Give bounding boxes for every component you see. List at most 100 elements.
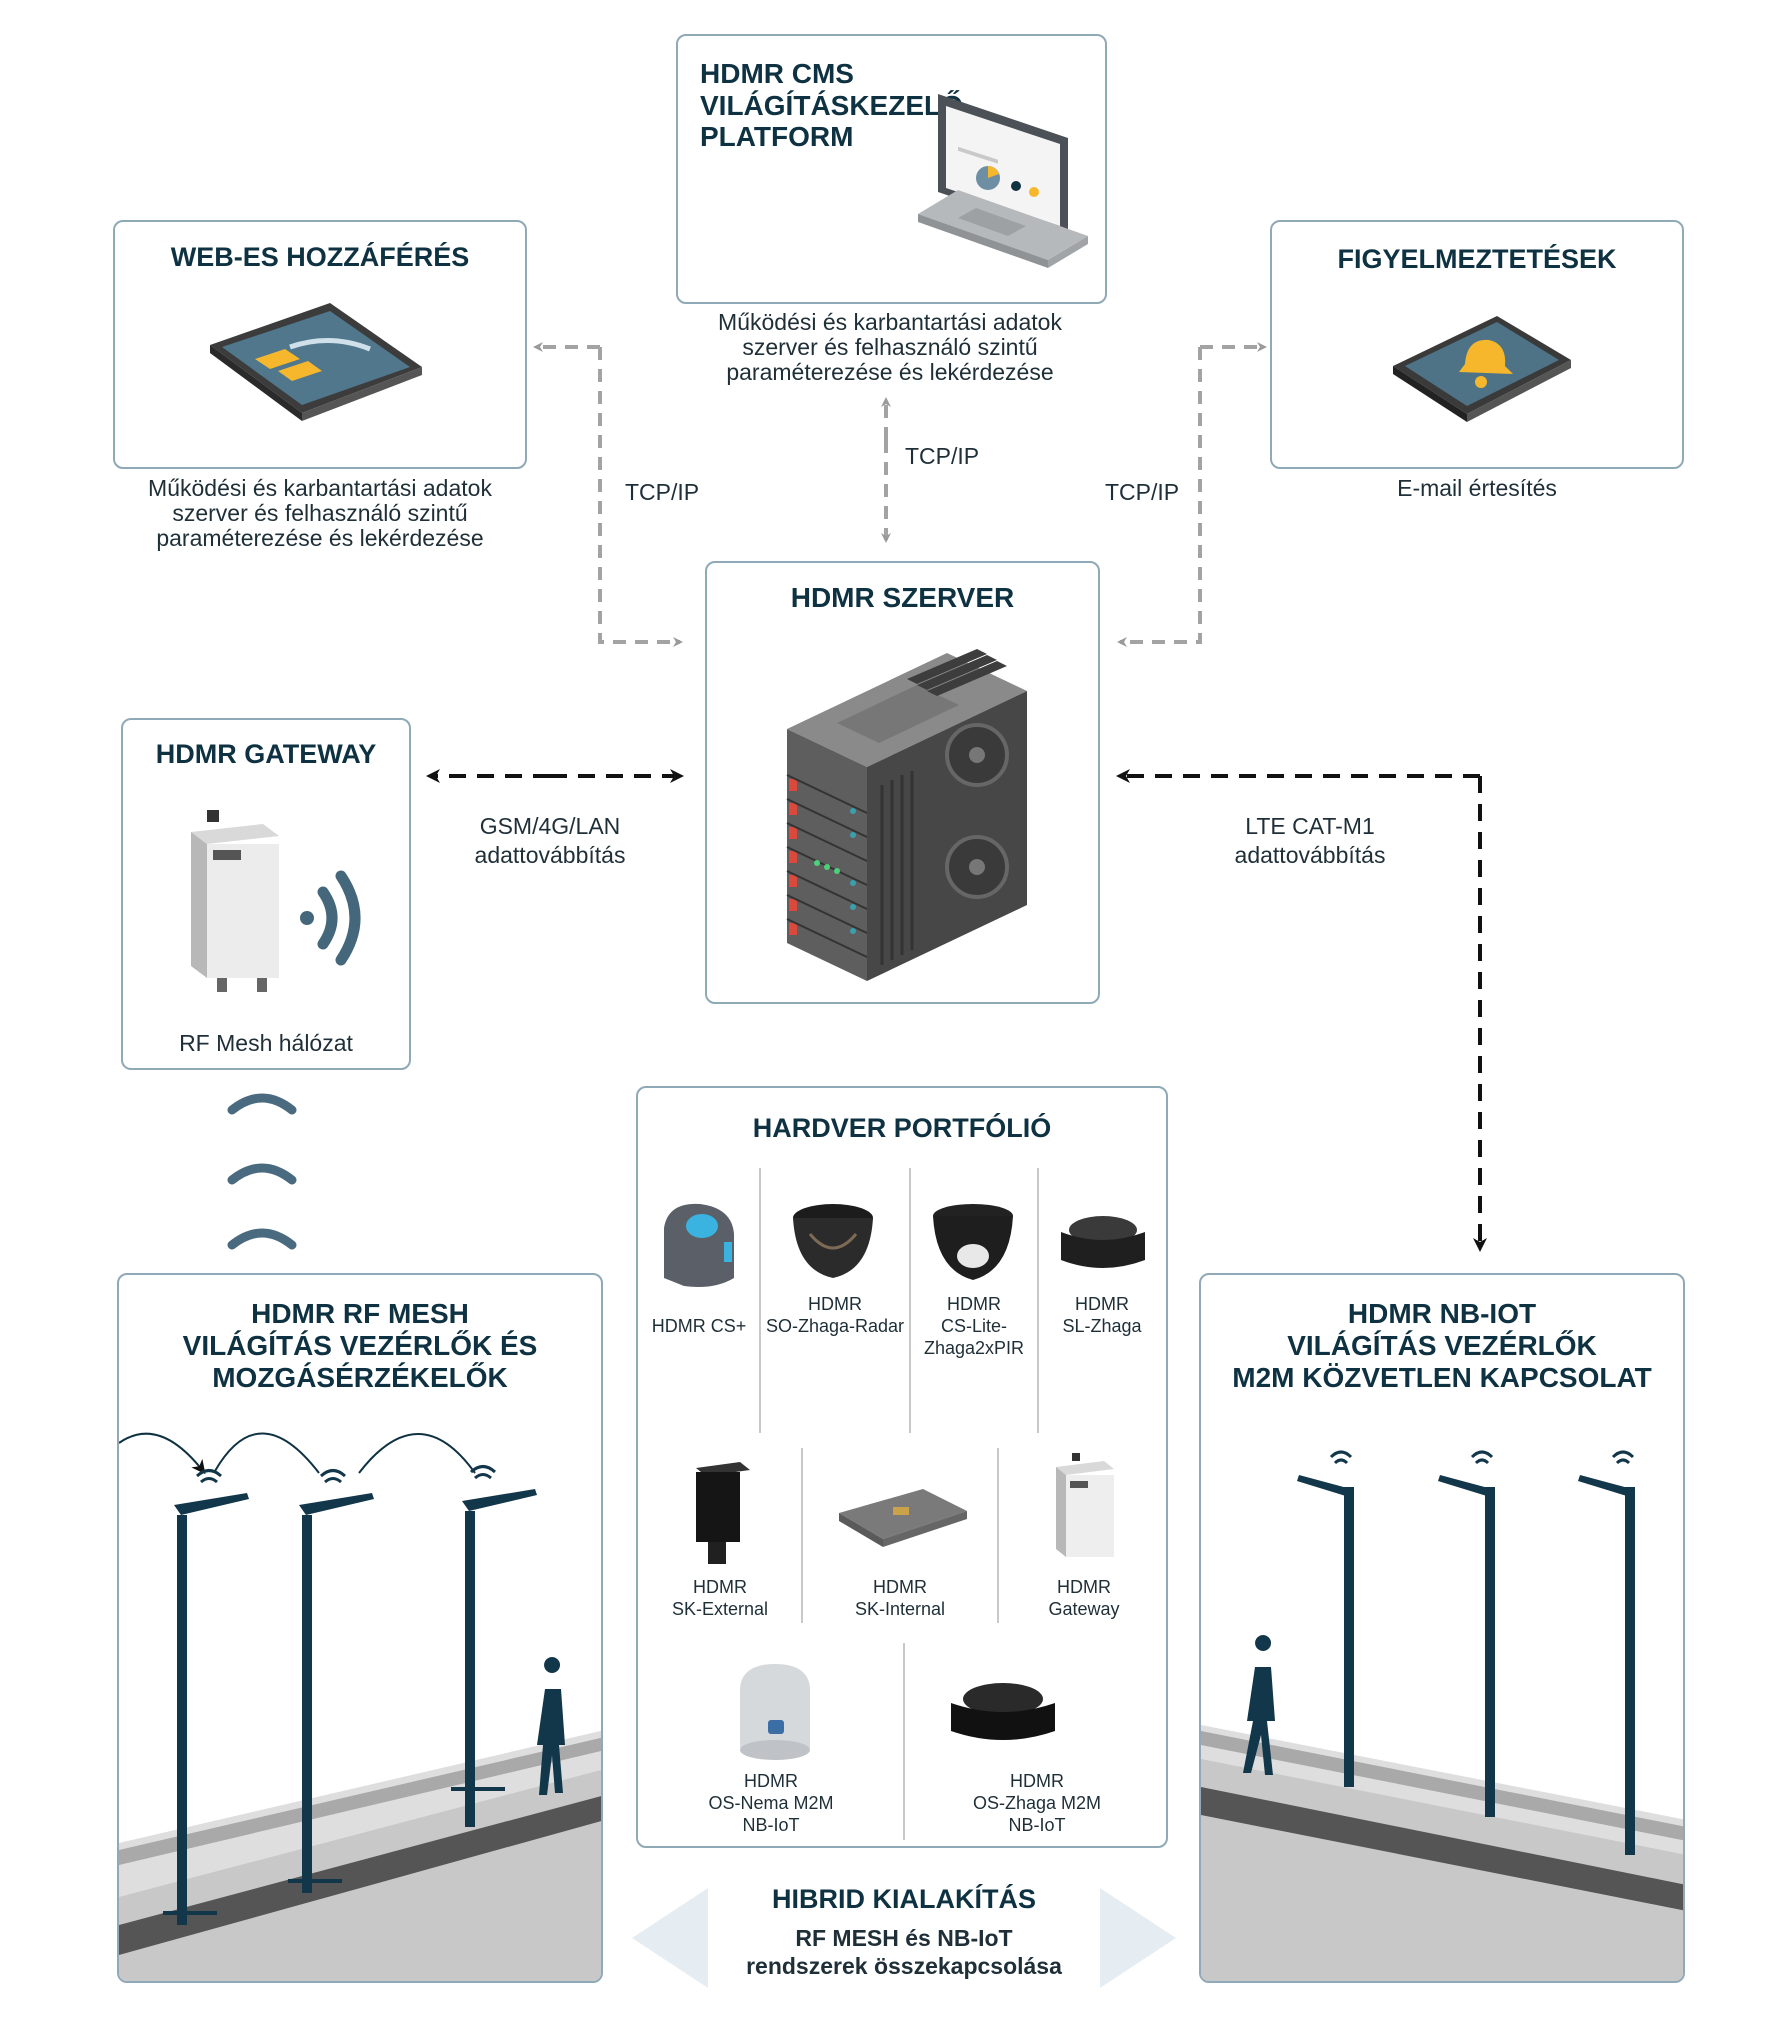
hybrid-right-arrow <box>1100 1888 1176 1988</box>
product-label-line: HDMR <box>744 1771 798 1791</box>
tablet-icon <box>210 303 422 421</box>
rf-mesh-title-line: HDMR RF MESH <box>251 1298 469 1329</box>
web-title: WEB-ES HOZZÁFÉRÉS <box>170 242 470 272</box>
gateway-device-icon <box>191 810 361 992</box>
web-caption: Működési és karbantartási adatok szerver… <box>80 476 560 550</box>
smartphone-bell-icon <box>1393 316 1571 422</box>
hybrid-left-arrow <box>632 1888 708 1988</box>
product-label: HDMR OS-Zhaga M2M NB-IoT <box>904 1771 1170 1837</box>
tcp-label-right: TCP/IP <box>1104 479 1180 505</box>
gateway-product-icon <box>1056 1453 1114 1557</box>
web-server-connector <box>533 342 683 647</box>
rf-waves-icon <box>227 1093 297 1250</box>
sl-zhaga-icon <box>1061 1216 1145 1268</box>
server-nbiot-connector <box>1116 769 1487 1252</box>
web-caption-line: szerver és felhasználó szintű <box>172 499 468 526</box>
product-label-line: HDMR <box>873 1577 927 1597</box>
product-label-line: HDMR <box>947 1294 1001 1314</box>
lte-label-line: LTE CAT-M1 <box>1245 813 1375 839</box>
lte-label-line: adattovábbítás <box>1234 841 1386 868</box>
sk-internal-icon <box>839 1489 967 1547</box>
alerts-title: FIGYELMEZTETÉSEK <box>1337 244 1617 274</box>
cms-caption-line: szerver és felhasználó szintű <box>742 333 1038 360</box>
product-label: HDMR OS-Nema M2M NB-IoT <box>638 1771 904 1837</box>
cms-title-line: VILÁGÍTÁSKEZELŐ <box>700 89 963 121</box>
rf-mesh-card: HDMR RF MESH VILÁGÍTÁS VEZÉRLŐK ÉS MOZGÁ… <box>117 1273 603 1983</box>
gateway-caption: RF Mesh hálózat <box>179 1030 353 1056</box>
laptop-icon <box>918 94 1088 268</box>
product-label: HDMR CS-Lite- Zhaga2xPIR <box>910 1294 1038 1360</box>
product-label-line: HDMR <box>808 1294 862 1314</box>
nb-iot-title-line: M2M KÖZVETLEN KAPCSOLAT <box>1232 1362 1652 1394</box>
product-label-line: NB-IoT <box>1008 1814 1066 1835</box>
product-label-line: CS-Lite- <box>940 1315 1007 1336</box>
product-label-line: HDMR <box>1075 1294 1129 1314</box>
os-nema-icon <box>740 1664 810 1760</box>
so-zhaga-radar-icon <box>793 1204 873 1278</box>
rf-mesh-street-scene <box>119 1432 601 1981</box>
server-tower-icon <box>786 649 1027 981</box>
hybrid-subtitle-line: RF MESH és NB-IoT <box>795 1925 1013 1951</box>
hardware-portfolio-card: HARDVER PORTFÓLIÓ HDMR CS+ HDMR SO-Zhaga… <box>636 1086 1168 1848</box>
cms-title: HDMR CMS VILÁGÍTÁSKEZELŐ PLATFORM <box>700 58 963 153</box>
product-label: HDMR SL-Zhaga <box>1038 1294 1166 1338</box>
alerts-caption: E-mail értesítés <box>1397 475 1557 501</box>
product-label: HDMR CS+ <box>638 1316 760 1338</box>
nb-iot-title-line: HDMR NB-IOT <box>1347 1298 1537 1329</box>
rf-mesh-title-line: MOZGÁSÉRZÉKELŐK <box>212 1362 508 1394</box>
cs-plus-device-icon <box>664 1203 734 1287</box>
product-label-line: Zhaga2xPIR <box>923 1337 1025 1358</box>
product-label: HDMR SK-External <box>638 1577 802 1621</box>
tcp-label-center: TCP/IP <box>904 443 980 469</box>
product-label: HDMR SK-Internal <box>802 1577 998 1621</box>
gateway-title: HDMR GATEWAY <box>155 739 377 769</box>
cms-caption-line: paraméterezése és lekérdezése <box>726 358 1054 385</box>
hardware-title: HARDVER PORTFÓLIÓ <box>752 1113 1052 1143</box>
gateway-card: HDMR GATEWAY RF Mesh hálózat <box>121 718 411 1070</box>
product-label-line: OS-Zhaga M2M <box>972 1792 1102 1813</box>
product-label: HDMR Gateway <box>998 1577 1170 1621</box>
nb-iot-title: HDMR NB-IOT VILÁGÍTÁS VEZÉRLŐK M2M KÖZVE… <box>1201 1298 1683 1395</box>
hybrid-subtitle-line: rendszerek összekapcsolása <box>746 1952 1062 1979</box>
nb-iot-card: HDMR NB-IOT VILÁGÍTÁS VEZÉRLŐK M2M KÖZVE… <box>1199 1273 1685 1983</box>
product-label-line: SK-External <box>671 1598 769 1619</box>
product-label-line: OS-Nema M2M <box>708 1792 834 1813</box>
os-zhaga-icon <box>951 1683 1055 1740</box>
cms-caption: Működési és karbantartási adatok szerver… <box>640 310 1140 384</box>
gsm-label: GSM/4G/LAN adattovábbítás <box>440 812 660 870</box>
rf-mesh-title: HDMR RF MESH VILÁGÍTÁS VEZÉRLŐK ÉS MOZGÁ… <box>119 1298 601 1395</box>
product-label-line: HDMR <box>1010 1771 1064 1791</box>
hybrid-subtitle: RF MESH és NB-IoT rendszerek összekapcso… <box>708 1925 1100 1980</box>
cms-title-line: PLATFORM <box>700 121 854 153</box>
rf-mesh-title-line: VILÁGÍTÁS VEZÉRLŐK ÉS <box>182 1330 538 1362</box>
product-label-line: HDMR <box>1057 1577 1111 1597</box>
product-label-line: SK-Internal <box>854 1598 946 1619</box>
cms-caption-line: Működési és karbantartási adatok <box>718 309 1062 335</box>
product-label: HDMR SO-Zhaga-Radar <box>760 1294 910 1338</box>
product-label-line: SL-Zhaga <box>1062 1315 1142 1336</box>
hardware-dividers <box>759 1168 1039 1840</box>
nb-iot-title-line: VILÁGÍTÁS VEZÉRLŐK <box>1287 1330 1597 1362</box>
web-caption-line: paraméterezése és lekérdezése <box>156 524 484 551</box>
product-label-line: HDMR <box>693 1577 747 1597</box>
server-title: HDMR SZERVER <box>790 582 1015 613</box>
web-caption-line: Működési és karbantartási adatok <box>148 475 492 501</box>
server-card: HDMR SZERVER <box>705 561 1100 1004</box>
alerts-card: FIGYELMEZTETÉSEK <box>1270 220 1684 469</box>
gsm-label-line: adattovábbítás <box>474 841 626 868</box>
gsm-label-line: GSM/4G/LAN <box>479 813 621 839</box>
product-label-line: NB-IoT <box>742 1814 800 1835</box>
cms-platform-card: HDMR CMS VILÁGÍTÁSKEZELŐ PLATFORM <box>676 34 1107 304</box>
cms-title-line: HDMR CMS <box>700 58 854 89</box>
cs-lite-zhaga-icon <box>933 1204 1013 1280</box>
sk-external-icon <box>696 1462 750 1564</box>
alerts-server-connector <box>1117 342 1267 647</box>
product-label-line: HDMR CS+ <box>651 1316 747 1336</box>
lte-label: LTE CAT-M1 adattovábbítás <box>1200 812 1420 870</box>
tcp-label-left: TCP/IP <box>624 479 700 505</box>
hybrid-title: HIBRID KIALAKÍTÁS <box>772 1884 1036 1914</box>
nb-iot-street-scene <box>1201 1450 1683 1981</box>
product-label-line: Gateway <box>1048 1598 1120 1619</box>
product-label-line: SO-Zhaga-Radar <box>765 1315 905 1336</box>
